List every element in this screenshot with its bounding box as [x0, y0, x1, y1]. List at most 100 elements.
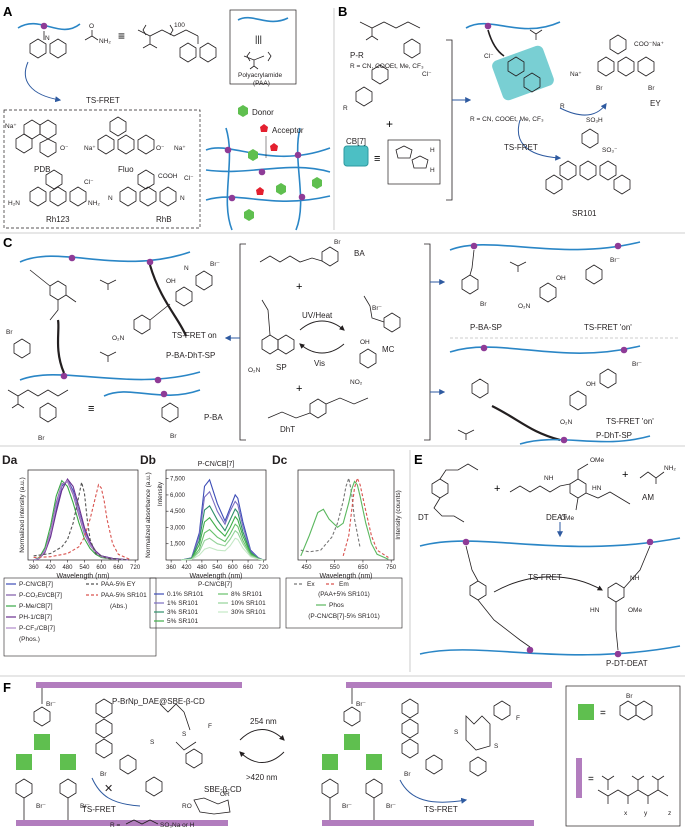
svg-text:O₂N: O₂N: [248, 367, 261, 374]
f-right-pendants: Br⁻ Br⁻ Br⁻: [321, 688, 397, 820]
x-tick-label: 600: [228, 565, 239, 571]
f-left-dae: Br S S F: [95, 698, 212, 797]
c-pdhtsp-node2: [620, 346, 628, 354]
c-vis: Vis: [314, 359, 325, 368]
e-node2: [646, 538, 654, 546]
c-pdhtsp-no2: O₂N: [560, 419, 573, 426]
legend-label: 5% SR101: [167, 618, 198, 625]
y-axis-label-right: Normalized absorbance (a.u.): [145, 472, 152, 558]
c-pbasp-no2: O₂N: [518, 303, 531, 310]
c-pdhtsp-linker: [491, 405, 561, 442]
panel-b-bracket: [446, 39, 453, 201]
paa-box-chain: [237, 16, 289, 23]
svg-text:Br⁻: Br⁻: [80, 803, 91, 810]
acceptor-ey: EY: [650, 99, 661, 108]
c-pbasp-ring: [461, 274, 479, 295]
svg-text:Br⁻: Br⁻: [356, 701, 367, 708]
y-tick-label: 3,000: [170, 525, 186, 531]
svg-text:NH₂: NH₂: [88, 200, 100, 207]
reagent-am: AM: [642, 493, 654, 502]
sr101-structure: SO₃H SO₃⁻ SR101: [545, 117, 631, 218]
legend-donor: Donor: [252, 108, 274, 117]
series-line-0: [33, 478, 130, 561]
f-r-block3: [366, 754, 382, 770]
x-axis-label: Wavelength (nm): [56, 573, 109, 580]
legend-label: PH-1/CB[7]: [19, 614, 52, 621]
bromonaphthalene: Br: [619, 693, 653, 721]
legend-label: P-CF₃/CB[7]: [19, 625, 55, 632]
series-line-6: [33, 483, 130, 560]
e-ome: OMe: [628, 607, 642, 614]
legend-label: (PAA+5% SR101): [318, 591, 370, 598]
c-plus1: +: [296, 281, 302, 293]
c-pba-br: Br: [38, 435, 45, 442]
panel-b-fret-arrow2: [517, 119, 562, 161]
c-pba-backbone: [7, 389, 69, 397]
c-pdhtsp-chain2: [519, 435, 651, 445]
x-tick-label: 420: [182, 565, 193, 571]
panel-b-fret-arrow1: [559, 103, 607, 116]
panel-c-chain-mid: [19, 371, 201, 381]
legend-label: Em: [339, 581, 349, 588]
p-r-amide: [365, 28, 379, 41]
legend-label: PAA-5% SR101: [101, 592, 147, 599]
dht-structure: DhT: [267, 397, 369, 434]
cb7-h2: H: [430, 167, 435, 174]
svg-text:Br⁻: Br⁻: [386, 803, 397, 810]
x-tick-label: 360: [166, 565, 177, 571]
f-pyr1: [15, 778, 33, 799]
plot-frame: [165, 469, 267, 561]
plot-frame: [297, 469, 395, 561]
complex-r: R: [560, 103, 565, 110]
p-r-ring3: [355, 86, 373, 107]
svg-text:N: N: [180, 195, 185, 202]
f-right-dae: Br F S S: [401, 698, 520, 778]
f-right-top-bar: [346, 682, 552, 688]
p-r-backbone: [359, 21, 421, 29]
complex-amide: [529, 29, 543, 40]
f-complex: P-BrNp_DAE@SBE-β-CD: [112, 697, 205, 706]
f-uv: 254 nm: [250, 717, 277, 726]
f-r-block2: [322, 754, 338, 770]
pdb-structure: Na⁺ O⁻ PDB: [5, 119, 69, 174]
c-pba-ring: [39, 402, 57, 423]
svg-text:Br: Br: [596, 85, 603, 92]
y-axis-label: Intensity (counts): [395, 490, 402, 540]
svg-text:O⁻: O⁻: [60, 145, 69, 152]
e-node4: [614, 650, 622, 658]
svg-text:Br: Br: [404, 771, 411, 778]
cb7-label: CB[7]: [346, 137, 366, 146]
reagent-ba: BA: [354, 249, 365, 258]
complex-cl: Cl⁻: [484, 53, 494, 60]
x-axis-label: Wavelength (nm): [189, 573, 242, 580]
n-atom-label: N: [45, 35, 50, 42]
c-dht-esters: [29, 269, 77, 321]
e-fret-arrow: [493, 576, 603, 593]
series-line-3: [181, 515, 264, 561]
panel-dc-letter: Dc: [272, 453, 288, 467]
c-pbasp-node1: [470, 242, 478, 250]
p-r-ring1: [403, 38, 421, 59]
svg-text:SO₃⁻: SO₃⁻: [602, 147, 618, 154]
f-legend-green: [578, 704, 594, 720]
x-tick-label: 480: [62, 565, 73, 571]
svg-text:S: S: [182, 731, 187, 738]
svg-text:Br: Br: [626, 693, 633, 700]
c-pdhtsp-ring2: [599, 368, 617, 389]
panel-db-letter: Db: [140, 453, 156, 467]
c-pba-amide: [11, 396, 25, 409]
c-pba-node: [160, 390, 168, 398]
legend-box: [285, 577, 403, 629]
c-node4: [154, 376, 162, 384]
c-node2: [146, 258, 154, 266]
dye-pdb: PDB: [34, 165, 50, 174]
series-line-1: [181, 490, 264, 561]
panel-a-node: [40, 22, 48, 30]
panel-a-arrow: [24, 61, 62, 103]
f-naphthyl-block: [34, 734, 50, 750]
amide-structure: O NH₂: [84, 23, 111, 45]
e-dt-ring: [469, 580, 487, 601]
